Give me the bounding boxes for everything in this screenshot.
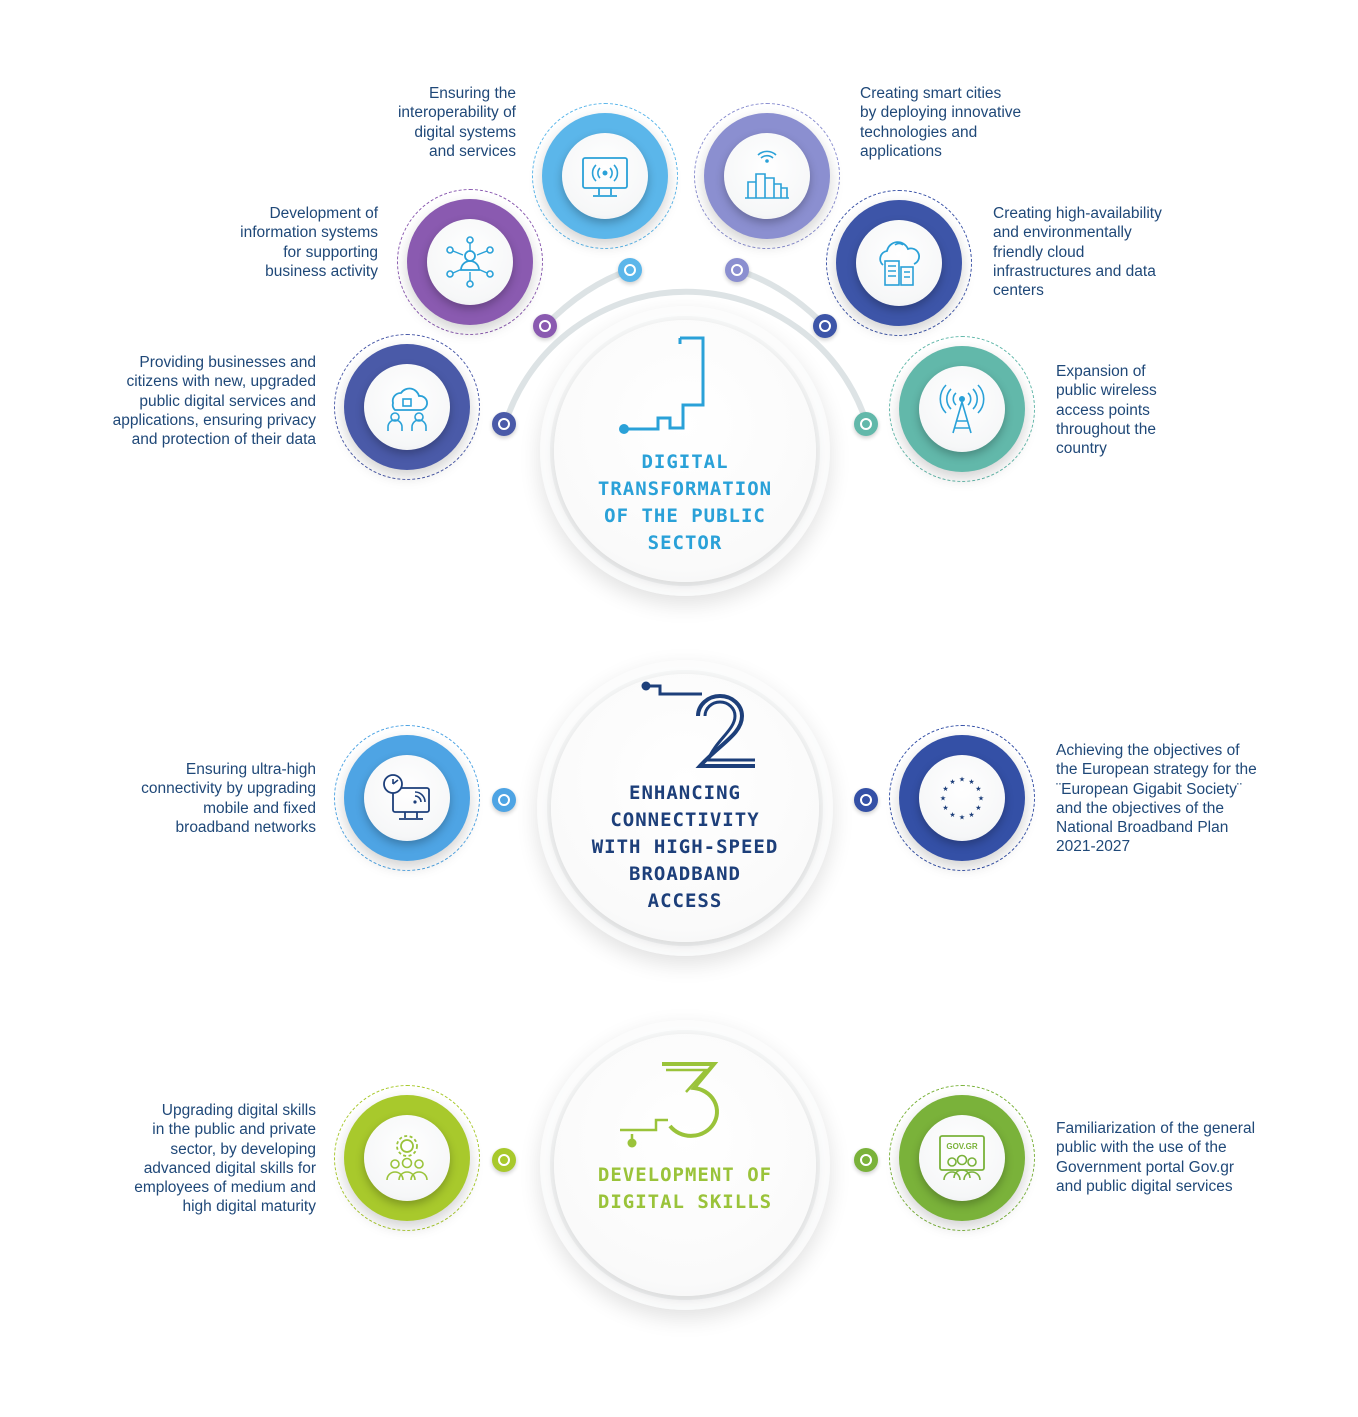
pillar-1-node-4	[694, 103, 842, 251]
eu-star: ★	[949, 778, 955, 786]
pillar-3-connector-1	[492, 1148, 516, 1172]
pillar-3-item-2-label: Familiarization of the general public wi…	[1056, 1120, 1256, 1195]
pillar-2-connector-2	[854, 788, 878, 812]
pillar-2-node-2: ★★★★★★★★★★★★	[889, 725, 1037, 873]
broadband-monitor-icon	[383, 774, 430, 820]
pillar-1-connector-4	[725, 258, 749, 282]
pillar-3-title: DEVELOPMENT OF DIGITAL SKILLS	[597, 1164, 773, 1213]
antenna-icon	[939, 384, 985, 434]
pillar-3-disc	[540, 1020, 830, 1310]
cloud-datacenter-icon	[879, 241, 920, 286]
pillar-3-item-1-label: Upgrading digital skills in the public a…	[134, 1102, 316, 1216]
eu-star: ★	[959, 814, 965, 822]
pillar-1-item-1-label: Providing businesses and citizens with n…	[112, 354, 316, 449]
eu-star: ★	[942, 785, 948, 793]
eu-star: ★	[959, 776, 965, 784]
pillar-1-disc	[540, 306, 830, 596]
eu-stars-icon: ★★★★★★★★★★★★	[940, 776, 984, 822]
pillar-1-item-2-label: Development of information systems for s…	[240, 205, 378, 280]
pillar-1-node-5	[826, 190, 974, 338]
pillar-3-connector-2	[854, 1148, 878, 1172]
eu-star: ★	[975, 785, 981, 793]
pillar-1-node-1	[334, 334, 482, 482]
pillar-1-connector-5	[813, 314, 837, 338]
pillar-2-number-icon	[641, 681, 755, 768]
pillar-2-item-1-label: Ensuring ultra-high connectivity by upgr…	[141, 761, 316, 836]
pillar-1-connector-1	[492, 412, 516, 436]
eu-star: ★	[949, 811, 955, 819]
pillar-1-node-3	[532, 103, 680, 251]
govgr-badge-text: GOV.GR	[946, 1142, 977, 1151]
pillar-2-disc	[537, 660, 833, 956]
eu-star: ★	[942, 804, 948, 812]
pillar-1-connector-2	[533, 314, 557, 338]
smart-city-icon	[745, 150, 789, 199]
eu-star: ★	[968, 778, 974, 786]
pillar-1-item-6-label: Expansion of public wireless access poin…	[1056, 363, 1157, 458]
pillar-1-connector-3	[618, 258, 642, 282]
pillar-1-item-4-label: Creating smart cities by deploying innov…	[860, 85, 1022, 160]
pillar-1-node-6	[889, 336, 1037, 484]
cloud-people-icon	[387, 387, 428, 431]
pillar-1-item-3-label: Ensuring the interoperability of digital…	[397, 85, 516, 160]
pillar-1-connector-6	[854, 412, 878, 436]
pillar-1-node-2	[397, 189, 545, 337]
eu-star: ★	[940, 795, 946, 803]
pillar-1-title: DIGITAL TRANSFORMATION OF THE PUBLIC SEC…	[597, 451, 773, 554]
pillar-2-connector-1	[492, 788, 516, 812]
pillar-3-number-icon	[620, 1062, 719, 1148]
eu-star: ★	[968, 811, 974, 819]
pillar-1-number-icon	[619, 336, 705, 434]
pillar-1-item-5-label: Creating high-availability and environme…	[993, 205, 1162, 300]
monitor-signal-icon	[582, 157, 628, 197]
eu-star: ★	[978, 795, 984, 803]
pillar-3-node-2: GOV.GR	[889, 1085, 1037, 1233]
pillar-3-node-1	[334, 1085, 482, 1233]
pillar-2-item-2-label: Achieving the objectives of the European…	[1056, 742, 1257, 856]
gear-people-icon	[386, 1135, 428, 1181]
network-person-icon	[446, 236, 494, 288]
pillar-2-node-1	[334, 725, 482, 873]
govgr-portal-icon: GOV.GR	[939, 1135, 985, 1181]
eu-star: ★	[975, 804, 981, 812]
pillar-2-title: ENHANCING CONNECTIVITY WITH HIGH-SPEED B…	[591, 782, 779, 912]
